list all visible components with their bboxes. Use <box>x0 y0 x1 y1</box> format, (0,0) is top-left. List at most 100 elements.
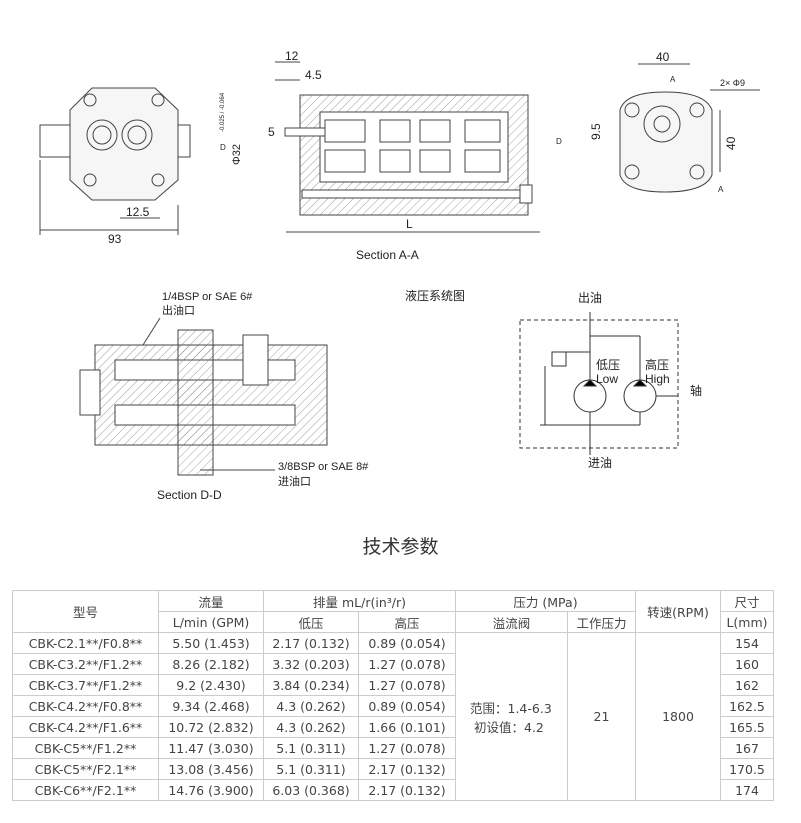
outlet-port-spec: 1/4BSP or SAE 6# <box>162 291 253 303</box>
section-dd-view <box>79 317 328 476</box>
hydraulic-diagram-title: 液压系统图 <box>405 288 465 303</box>
section-aa-label: Section A-A <box>356 248 419 262</box>
cell-low: 6.03 (0.368) <box>263 779 359 801</box>
outlet-port-label: 出油口 <box>162 303 195 317</box>
high-pressure-en: High <box>645 372 670 386</box>
header-speed: 转速(RPM) <box>635 590 721 633</box>
cell-low: 4.3 (0.262) <box>263 716 359 738</box>
cell-high: 2.17 (0.132) <box>358 779 456 801</box>
technical-drawings: 12.5 93 12 4.5 5 Φ32 -0.025 / -0.064 D D… <box>39 49 760 502</box>
cell-model: CBK-C6**/F2.1** <box>12 779 159 801</box>
dim-12-5: 12.5 <box>126 205 150 219</box>
high-pressure-cn: 高压 <box>645 357 669 372</box>
dim-phi32: Φ32 <box>231 144 243 165</box>
cell-length: 170.5 <box>720 758 774 780</box>
table-row: CBK-C4.2**/F1.6**10.72 (2.832)4.3 (0.262… <box>12 716 774 738</box>
cell-high: 1.27 (0.078) <box>358 653 456 675</box>
cell-high: 0.89 (0.054) <box>358 695 456 717</box>
cell-length: 154 <box>720 632 774 654</box>
cell-length: 160 <box>720 653 774 675</box>
section-mark-d-left: D <box>220 143 226 152</box>
table-row: CBK-C4.2**/F0.8**9.34 (2.468)4.3 (0.262)… <box>12 695 774 717</box>
header-size: 尺寸 <box>720 590 774 612</box>
cell-speed: 1800 <box>635 632 721 801</box>
cell-model: CBK-C4.2**/F1.6** <box>12 716 159 738</box>
cell-low: 5.1 (0.311) <box>263 758 359 780</box>
cell-flow: 10.72 (2.832) <box>158 716 264 738</box>
cell-low: 3.84 (0.234) <box>263 674 359 696</box>
header-model: 型号 <box>12 590 159 633</box>
inlet-port-label: 进油口 <box>278 474 311 488</box>
relief-range: 范围：1.4-6.3 <box>470 700 552 716</box>
section-aa-view <box>275 61 540 233</box>
table-row: CBK-C5**/F1.2**11.47 (3.030)5.1 (0.311)1… <box>12 737 774 759</box>
cell-model: CBK-C3.7**/F1.2** <box>12 674 159 696</box>
dim-4-5: 4.5 <box>305 68 322 82</box>
cell-flow: 13.08 (3.456) <box>158 758 264 780</box>
section-dd-label: Section D-D <box>157 488 222 502</box>
section-title: 技术参数 <box>362 536 439 558</box>
cell-flow: 9.34 (2.468) <box>158 695 264 717</box>
cell-high: 0.89 (0.054) <box>358 632 456 654</box>
cell-low: 5.1 (0.311) <box>263 737 359 759</box>
hole-callout: 2× Φ9 <box>720 78 745 88</box>
cell-low: 2.17 (0.132) <box>263 632 359 654</box>
section-mark-d-right: D <box>556 137 562 146</box>
hydraulic-inlet-label: 进油 <box>588 456 612 470</box>
dim-93: 93 <box>108 232 122 246</box>
header-flow-unit: L/min (GPM) <box>158 611 264 633</box>
header-high: 高压 <box>358 611 456 633</box>
header-working: 工作压力 <box>567 611 636 633</box>
cell-relief: 范围：1.4-6.3 初设值：4.2 <box>455 632 568 801</box>
header-low: 低压 <box>263 611 359 633</box>
hydraulic-outlet-label: 出油 <box>578 291 602 305</box>
cell-length: 165.5 <box>720 716 774 738</box>
header-relief: 溢流阀 <box>455 611 568 633</box>
cell-high: 1.27 (0.078) <box>358 674 456 696</box>
cell-model: CBK-C5**/F2.1** <box>12 758 159 780</box>
cell-model: CBK-C4.2**/F0.8** <box>12 695 159 717</box>
dim-40-top: 40 <box>656 50 670 64</box>
section-mark-a-bottom: A <box>718 185 724 194</box>
cell-flow: 5.50 (1.453) <box>158 632 264 654</box>
tolerance: -0.025 / -0.064 <box>220 92 226 132</box>
cell-flow: 9.2 (2.430) <box>158 674 264 696</box>
side-view <box>619 63 760 193</box>
hydraulic-schematic <box>519 312 679 455</box>
cell-length: 174 <box>720 779 774 801</box>
header-displacement: 排量 mL/r(in³/r) <box>263 590 456 612</box>
cell-length: 162.5 <box>720 695 774 717</box>
dim-l: L <box>406 217 413 231</box>
cell-high: 1.27 (0.078) <box>358 737 456 759</box>
table-row: CBK-C3.7**/F1.2**9.2 (2.430)3.84 (0.234)… <box>12 674 774 696</box>
cell-flow: 14.76 (3.900) <box>158 779 264 801</box>
dim-12: 12 <box>285 49 299 63</box>
inlet-port-spec: 3/8BSP or SAE 8# <box>278 461 369 473</box>
header-flow: 流量 <box>158 590 264 612</box>
cell-length: 167 <box>720 737 774 759</box>
cell-low: 4.3 (0.262) <box>263 695 359 717</box>
low-pressure-en: Low <box>596 372 618 386</box>
shaft-label: 轴 <box>690 383 702 398</box>
dim-40-side: 40 <box>724 136 738 150</box>
cell-high: 1.66 (0.101) <box>358 716 456 738</box>
cell-working: 21 <box>567 632 636 801</box>
table-row: CBK-C2.1**/F0.8** 5.50 (1.453) 2.17 (0.1… <box>12 632 774 801</box>
cell-model: CBK-C5**/F1.2** <box>12 737 159 759</box>
cell-model: CBK-C2.1**/F0.8** <box>12 632 159 654</box>
cell-flow: 11.47 (3.030) <box>158 737 264 759</box>
front-view <box>39 87 191 235</box>
table-row: CBK-C6**/F2.1**14.76 (3.900)6.03 (0.368)… <box>12 779 774 801</box>
dim-9-5: 9.5 <box>589 123 603 140</box>
cell-high: 2.17 (0.132) <box>358 758 456 780</box>
cell-flow: 8.26 (2.182) <box>158 653 264 675</box>
header-size-unit: L(mm) <box>720 611 774 633</box>
cell-length: 162 <box>720 674 774 696</box>
cell-model: CBK-C3.2**/F1.2** <box>12 653 159 675</box>
section-mark-a-top: A <box>670 75 676 84</box>
header-pressure: 压力 (MPa) <box>455 590 636 612</box>
spec-table: 型号 流量 排量 mL/r(in³/r) 压力 (MPa) 转速(RPM) 尺寸… <box>12 590 774 801</box>
cell-low: 3.32 (0.203) <box>263 653 359 675</box>
dim-5: 5 <box>268 125 275 139</box>
low-pressure-cn: 低压 <box>596 358 620 372</box>
